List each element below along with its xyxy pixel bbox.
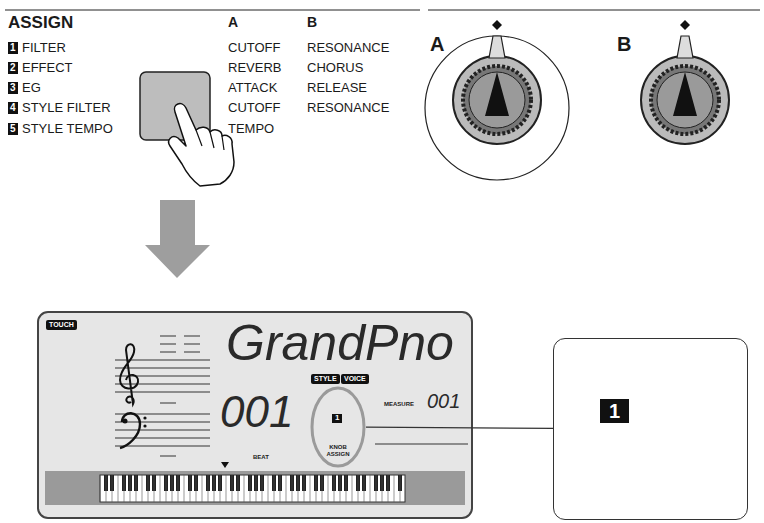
lcd-panel (38, 312, 472, 518)
knob-outline (425, 36, 569, 180)
rule-line (5, 10, 420, 11)
knob-a-function: ATTACK (228, 81, 277, 95)
item-name: FILTER (22, 41, 66, 55)
item-number: 5 (8, 123, 18, 135)
indicator-text: TOUCH (49, 320, 74, 330)
beat-marker (221, 462, 229, 468)
measure-label: MEASURE (384, 401, 414, 408)
item-number: 4 (8, 102, 18, 114)
down-arrow (145, 200, 210, 278)
callout-number: 1 (600, 399, 629, 423)
style-indicator: STYLE (311, 374, 340, 384)
rule-line (428, 10, 760, 11)
touch-indicator: TOUCH (46, 320, 77, 330)
knob-a-function: CUTOFF (228, 101, 280, 115)
knob-b-function: RESONANCE (307, 41, 389, 55)
item-number: 1 (8, 42, 18, 54)
measure-number: 001 (427, 390, 460, 412)
callout-box: 1 (553, 338, 748, 520)
leader-line (366, 427, 553, 428)
bass-clef (120, 413, 140, 448)
item-name: EG (22, 81, 41, 95)
voice-number: 001 (220, 388, 293, 436)
item-name: STYLE TEMPO (22, 122, 113, 136)
finger-lines (196, 130, 224, 150)
heading: ASSIGN (8, 14, 73, 33)
key-strokes (100, 475, 402, 502)
item-number: 3 (8, 82, 18, 94)
knob-assign-label: KNOB ASSIGN (318, 444, 358, 457)
keyboard-strip (45, 471, 465, 505)
knob-a-function: REVERB (228, 61, 281, 75)
item-number: 2 (8, 62, 18, 74)
indicator-text: STYLE (314, 374, 337, 384)
knob-b-function: RELEASE (307, 81, 367, 95)
item-name: EFFECT (22, 61, 73, 75)
knob-b-function: RESONANCE (307, 101, 389, 115)
voice-indicator: VOICE (341, 374, 369, 384)
knob-b-function: CHORUS (307, 61, 363, 75)
knob-label: A (430, 33, 444, 55)
staff-lines (115, 336, 210, 456)
treble-clef (120, 344, 138, 404)
column-heading: A (228, 15, 238, 30)
knob-assign-oval: 1KNOB ASSIGN (310, 386, 366, 468)
lcd-rule (375, 444, 468, 445)
hand-drawing (169, 104, 234, 186)
column-heading: B (307, 15, 317, 30)
knob-assign-number: 1 (332, 414, 342, 423)
voice-name: GrandPno (226, 316, 454, 371)
keyboard-keys (100, 475, 405, 502)
beat-label: BEAT (253, 454, 269, 461)
knob-a-function: CUTOFF (228, 41, 280, 55)
item-name: STYLE FILTER (22, 101, 111, 115)
knob-a (453, 20, 541, 144)
knob-b (641, 20, 729, 144)
lcd-display: GrandPno001MEASURE001BEATTOUCHSTYLEVOICE… (38, 312, 472, 518)
knob-a-function: TEMPO (228, 122, 274, 136)
knob-label: B (617, 33, 631, 55)
indicator-text: VOICE (344, 374, 366, 384)
